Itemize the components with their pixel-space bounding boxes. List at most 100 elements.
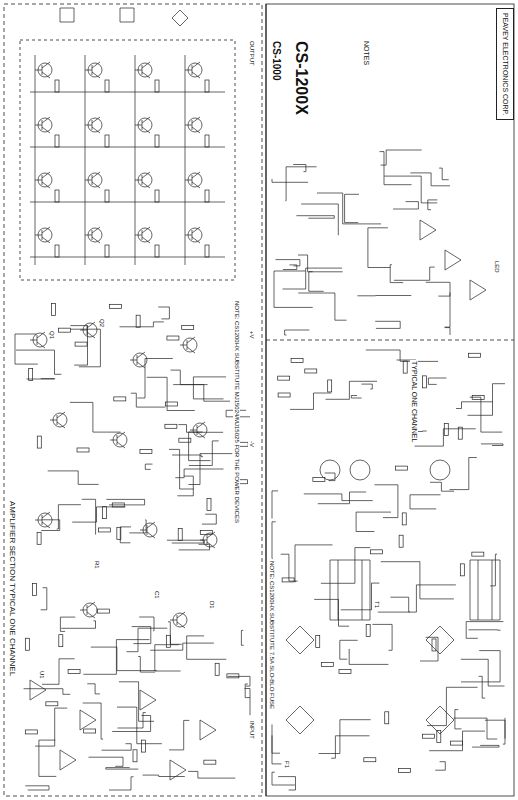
- model-number: CS-1200X: [292, 40, 310, 116]
- resistor-symbol: [458, 427, 462, 439]
- wire: [466, 622, 503, 639]
- wire: [178, 425, 223, 433]
- transistor-leads: [130, 352, 145, 368]
- wire: [138, 657, 155, 673]
- wire: [391, 597, 410, 612]
- resistor-symbol: [25, 638, 29, 650]
- bus-wire: [30, 257, 225, 258]
- wire: [129, 520, 146, 533]
- wire: [25, 786, 49, 790]
- wire: [137, 359, 173, 399]
- resistor-symbol: [207, 499, 211, 511]
- wire: [139, 617, 154, 631]
- wire: [445, 328, 450, 335]
- wire: [15, 334, 38, 364]
- wire: [39, 740, 56, 776]
- resistor-symbol: [110, 304, 122, 308]
- resistor-symbol: [105, 190, 109, 202]
- bus-wire: [85, 55, 86, 265]
- resistor-symbol: [155, 80, 159, 92]
- wire: [450, 458, 477, 490]
- wire: [71, 329, 101, 367]
- wire: [188, 454, 232, 485]
- wire: [410, 495, 441, 509]
- wire: [245, 689, 251, 716]
- wire: [317, 193, 381, 224]
- opamp-symbol: [445, 250, 461, 270]
- wire: [24, 689, 71, 695]
- wire: [415, 429, 476, 446]
- amplifier-region: [4, 4, 262, 796]
- wire: [155, 645, 181, 671]
- transistor-leads: [85, 172, 100, 188]
- resistor-symbol: [114, 397, 126, 401]
- wire: [375, 485, 398, 518]
- wire: [426, 282, 450, 296]
- resistor-symbol: [472, 552, 484, 556]
- wire: [175, 469, 223, 478]
- part-ref: Q2: [98, 318, 105, 328]
- opamp-symbol: [420, 220, 436, 240]
- resistor-symbol: [396, 466, 408, 470]
- opamp-symbol: [140, 690, 156, 710]
- wire: [490, 554, 497, 586]
- wire: [120, 322, 164, 327]
- wire: [91, 647, 157, 671]
- opamp-symbol: [200, 720, 216, 740]
- resistor-symbol: [398, 769, 410, 773]
- resistor-symbol: [205, 135, 209, 147]
- wire: [283, 265, 297, 270]
- resistor-symbol: [468, 353, 480, 357]
- note-text: NOTE: CS1200HX SUBSTITUTE 7.5A SLO-BLO F…: [268, 560, 275, 710]
- resistor-symbol: [133, 750, 137, 762]
- wire: [361, 384, 372, 389]
- notes-heading: NOTES: [362, 40, 370, 66]
- wire: [298, 255, 343, 272]
- resistor-symbol: [98, 609, 110, 613]
- transistor-leads: [180, 337, 195, 353]
- wire: [60, 617, 75, 631]
- wire: [281, 554, 298, 581]
- wire: [301, 204, 338, 235]
- wire: [468, 384, 506, 416]
- bridge-rectifier: [286, 706, 314, 734]
- resistor-symbol: [136, 315, 140, 327]
- opamp-symbol: [170, 760, 186, 780]
- resistor-symbol: [37, 532, 41, 544]
- resistor-symbol: [321, 662, 333, 666]
- wire: [112, 716, 150, 732]
- opamp-symbol: [470, 280, 486, 300]
- transistor-leads: [170, 612, 185, 628]
- wire: [461, 651, 500, 682]
- wire: [117, 707, 162, 744]
- resistor-symbol: [215, 663, 219, 675]
- resistor-symbol: [77, 448, 89, 452]
- resistor-symbol: [140, 450, 152, 454]
- bus-wire: [30, 92, 225, 93]
- wire: [293, 165, 306, 172]
- wire: [366, 350, 412, 361]
- wire: [83, 640, 149, 675]
- wire: [189, 441, 219, 466]
- wire: [109, 777, 134, 790]
- wire: [470, 397, 503, 432]
- note-text: NOTE: CS1200HX SUBSTITUTE MJ15024/MJ1502…: [233, 300, 240, 524]
- rail-name: +V: [248, 330, 255, 340]
- resistor-symbol: [105, 80, 109, 92]
- part-ref: R1: [93, 560, 100, 570]
- transistor-leads: [85, 227, 100, 243]
- wire: [349, 649, 388, 664]
- resistor-symbol: [200, 530, 212, 534]
- section-title: TYPICAL ONE CHANNEL: [410, 360, 418, 443]
- resistor-symbol: [278, 393, 290, 397]
- transistor-leads: [110, 432, 125, 448]
- model-number: CS-1000: [271, 40, 282, 81]
- wire: [380, 152, 412, 185]
- transistor-leads: [185, 117, 200, 133]
- wire: [318, 492, 366, 504]
- transistor-leads: [35, 227, 50, 243]
- wire: [429, 731, 485, 751]
- transistor-leads: [35, 117, 50, 133]
- resistor-symbol: [52, 303, 56, 315]
- part-ref: Q1: [48, 330, 55, 340]
